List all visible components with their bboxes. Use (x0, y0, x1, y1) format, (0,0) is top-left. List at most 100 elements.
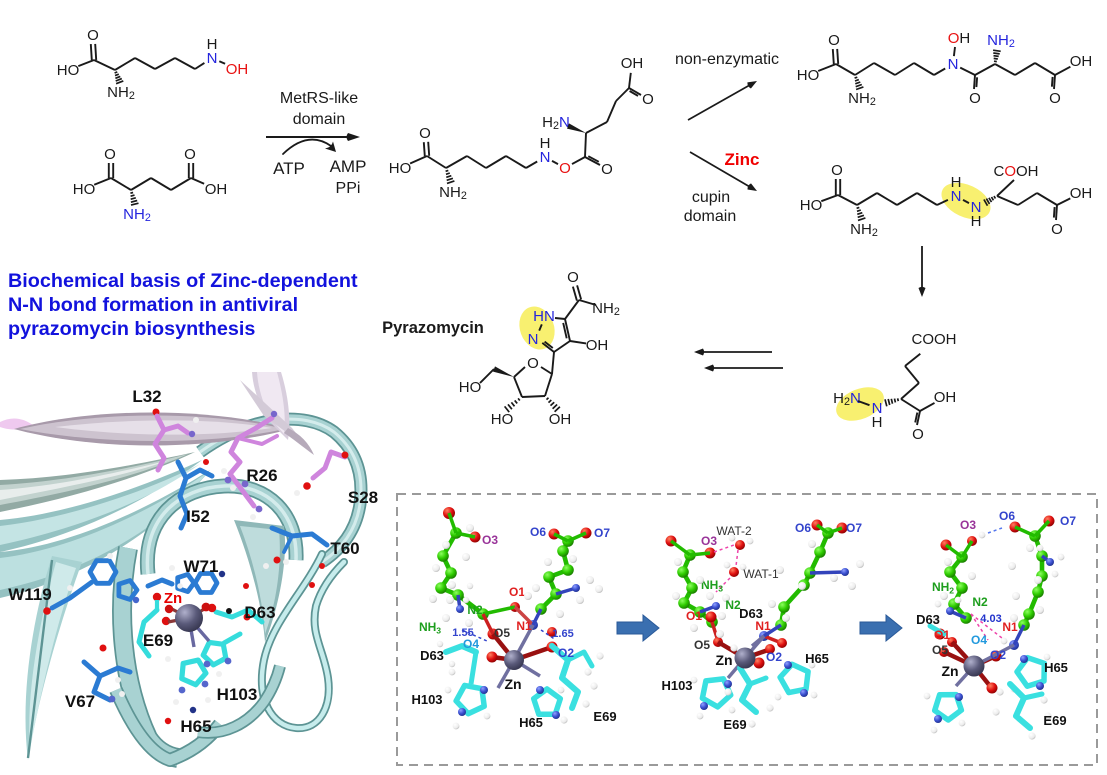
svg-text:O7: O7 (1060, 514, 1076, 528)
svg-text:S28: S28 (348, 488, 378, 507)
svg-text:OH: OH (549, 411, 572, 428)
svg-text:COOH: COOH (912, 331, 957, 348)
svg-text:cupin: cupin (692, 189, 730, 206)
svg-text:O2: O2 (766, 650, 782, 664)
svg-text:N: N (971, 199, 982, 216)
svg-text:HO: HO (389, 160, 412, 177)
svg-text:Zn: Zn (504, 676, 521, 692)
svg-text:HO: HO (459, 379, 482, 396)
svg-text:Pyrazomycin: Pyrazomycin (382, 319, 484, 337)
svg-text:NH2: NH2 (848, 90, 876, 109)
svg-text:O: O (104, 146, 116, 163)
svg-text:N2: N2 (725, 598, 741, 612)
svg-text:O: O (567, 269, 579, 286)
svg-text:COOH: COOH (993, 163, 1038, 180)
svg-text:HO: HO (491, 411, 514, 428)
svg-text:MetRS-like: MetRS-like (280, 90, 358, 107)
svg-text:domain: domain (293, 111, 345, 128)
svg-text:O4: O4 (463, 637, 479, 651)
svg-text:HO: HO (800, 197, 823, 214)
svg-text:N-N bond formation in antivira: N-N bond formation in antiviral (8, 294, 298, 316)
svg-text:H: H (540, 135, 551, 152)
svg-text:O6: O6 (795, 521, 811, 535)
svg-text:O: O (527, 355, 539, 372)
svg-text:N: N (872, 400, 883, 417)
svg-text:O3: O3 (482, 533, 498, 547)
svg-text:O: O (642, 91, 654, 108)
svg-text:N: N (207, 50, 218, 67)
svg-text:E69: E69 (1043, 713, 1066, 728)
svg-text:O5: O5 (694, 638, 710, 652)
svg-text:NH2: NH2 (932, 580, 954, 595)
svg-text:OH: OH (1070, 53, 1093, 70)
svg-text:WAT-2: WAT-2 (716, 524, 752, 538)
svg-text:D63: D63 (420, 648, 444, 663)
svg-text:NH2: NH2 (850, 221, 878, 240)
svg-text:H: H (951, 174, 962, 191)
svg-text:NH2: NH2 (592, 300, 620, 319)
svg-text:O3: O3 (960, 518, 976, 532)
svg-text:W119: W119 (8, 585, 51, 604)
svg-text:N1: N1 (755, 619, 771, 633)
svg-text:NH2: NH2 (987, 32, 1015, 51)
svg-text:D63: D63 (244, 603, 275, 622)
svg-text:HO: HO (73, 181, 96, 198)
svg-text:OH: OH (621, 55, 644, 72)
svg-text:domain: domain (684, 208, 736, 225)
svg-text:OH: OH (205, 181, 228, 198)
svg-text:HN: HN (533, 308, 555, 325)
svg-text:O6: O6 (999, 509, 1015, 523)
svg-text:OH: OH (226, 61, 249, 78)
svg-text:E69: E69 (723, 717, 746, 732)
svg-text:O2: O2 (558, 646, 574, 660)
svg-text:OH: OH (1070, 185, 1093, 202)
svg-text:O: O (1051, 221, 1063, 238)
svg-text:4.03: 4.03 (980, 613, 1001, 625)
svg-text:Zn: Zn (941, 663, 958, 679)
svg-text:H103: H103 (661, 678, 692, 693)
svg-text:OH: OH (948, 30, 971, 47)
svg-text:N: N (528, 331, 539, 348)
svg-text:H2N: H2N (833, 390, 861, 409)
svg-text:H: H (971, 213, 982, 230)
svg-text:H65: H65 (519, 715, 543, 730)
svg-text:PPi: PPi (336, 180, 361, 197)
svg-text:H2N: H2N (542, 114, 570, 133)
svg-text:N2: N2 (467, 603, 483, 617)
svg-text:O5: O5 (494, 626, 510, 640)
svg-text:O: O (87, 27, 99, 44)
svg-text:W71: W71 (184, 557, 219, 576)
svg-text:I52: I52 (186, 507, 210, 526)
svg-text:D63: D63 (916, 612, 940, 627)
svg-text:T60: T60 (330, 539, 359, 558)
svg-text:N: N (540, 149, 551, 166)
svg-text:O4: O4 (971, 633, 987, 647)
svg-text:O6: O6 (530, 525, 546, 539)
svg-text:O1: O1 (509, 585, 525, 599)
svg-text:O: O (912, 426, 924, 443)
svg-text:V67: V67 (65, 692, 95, 711)
svg-text:N: N (948, 56, 959, 73)
svg-text:ATP: ATP (273, 159, 305, 178)
svg-text:HO: HO (57, 62, 80, 79)
svg-text:NH2: NH2 (439, 184, 467, 203)
svg-text:O: O (559, 160, 571, 177)
svg-text:H65: H65 (180, 717, 211, 736)
svg-text:O: O (831, 162, 843, 179)
svg-text:WAT-1: WAT-1 (743, 567, 779, 581)
svg-text:NH2: NH2 (123, 206, 151, 225)
svg-text:AMP: AMP (330, 157, 367, 176)
svg-text:1.65: 1.65 (552, 628, 573, 640)
svg-text:O: O (828, 32, 840, 49)
svg-text:N1: N1 (1002, 620, 1018, 634)
svg-text:O: O (419, 125, 431, 142)
svg-text:NH3: NH3 (419, 620, 441, 635)
svg-text:H65: H65 (805, 651, 829, 666)
svg-text:HO: HO (797, 67, 820, 84)
svg-text:D63: D63 (739, 606, 763, 621)
svg-text:H: H (872, 414, 883, 431)
svg-text:O: O (184, 146, 196, 163)
svg-text:O: O (1049, 90, 1061, 107)
svg-text:NH3: NH3 (701, 578, 723, 593)
svg-text:1.55: 1.55 (452, 627, 473, 639)
